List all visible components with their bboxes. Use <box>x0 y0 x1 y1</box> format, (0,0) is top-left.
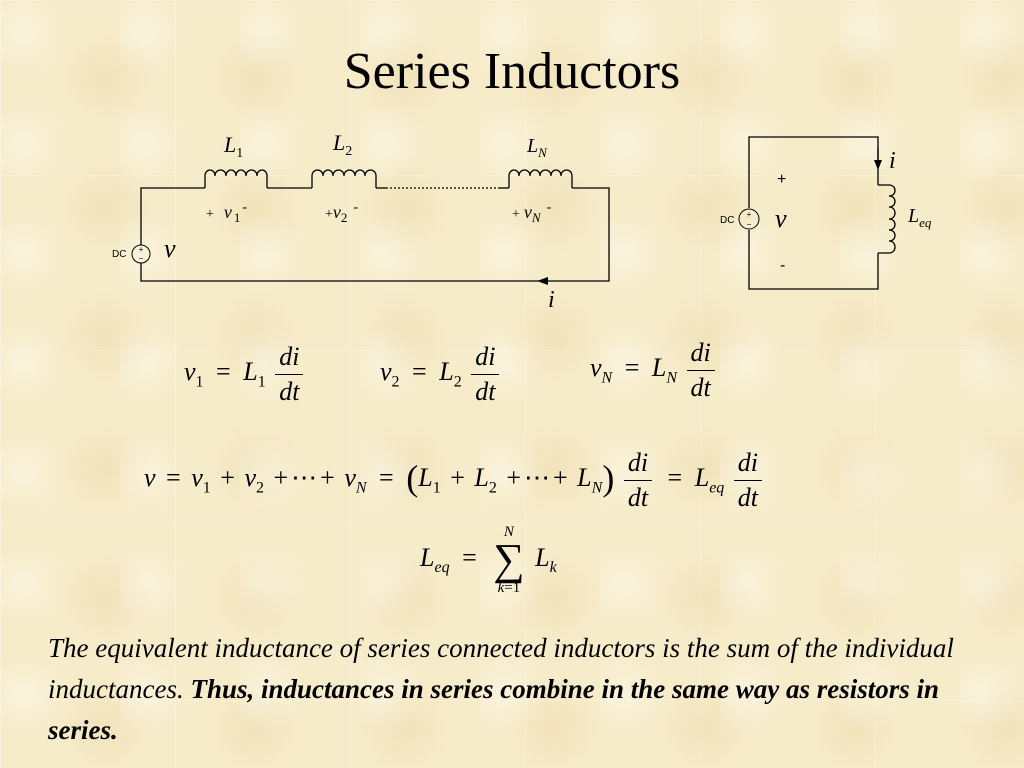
equation-leq-summation: Leq = N ∑ k=1 Lk <box>420 524 557 596</box>
inductor-l2-coil <box>311 169 377 188</box>
inductor-l1-coil <box>204 169 268 188</box>
right-source-tag: DC <box>720 215 734 226</box>
caption-text: The equivalent inductance of series conn… <box>48 628 988 751</box>
left-current-arrow <box>537 277 548 285</box>
right-source-plus: + <box>747 210 752 219</box>
caption-bold: Thus, inductances in series combine in t… <box>48 674 940 745</box>
left-top-wire-5 <box>140 187 610 282</box>
right-minus: - <box>780 257 785 274</box>
equation-kvl-sum: v = v1 + v2 +⋯+ vN = (L1 + L2 +⋯+ LN) di… <box>144 446 765 515</box>
slide-title: Series Inductors <box>343 43 681 100</box>
inductor-ln-coil <box>508 169 573 188</box>
right-current-arrow-head <box>874 160 882 170</box>
left-source-tag: DC <box>112 249 126 260</box>
summation-sign: N ∑ k=1 <box>493 524 525 596</box>
right-wire-top <box>748 136 879 208</box>
inductor-leq-coil <box>878 184 896 254</box>
label-vn: +vN- <box>512 200 552 225</box>
right-dc-source <box>738 208 760 230</box>
right-source-minus: − <box>747 220 752 229</box>
left-source-voltage: v <box>164 234 176 263</box>
left-top-wire-1 <box>140 187 205 245</box>
label-ln: LN <box>526 135 548 160</box>
left-source-plus: + <box>139 245 144 254</box>
caption-plain: The equivalent inductance of series conn… <box>48 633 954 704</box>
right-wire-bottom <box>748 230 879 290</box>
left-source-minus: − <box>139 254 144 263</box>
right-source-voltage: v <box>775 204 787 233</box>
right-current-label: i <box>889 148 896 174</box>
left-current-label: i <box>548 287 555 313</box>
label-v2: +v2- <box>325 200 358 225</box>
label-l1: L1 <box>223 132 243 161</box>
right-plus: + <box>777 171 786 188</box>
label-leq: Leq <box>907 205 932 230</box>
label-l2: L2 <box>332 130 352 159</box>
left-dc-source <box>131 244 151 264</box>
